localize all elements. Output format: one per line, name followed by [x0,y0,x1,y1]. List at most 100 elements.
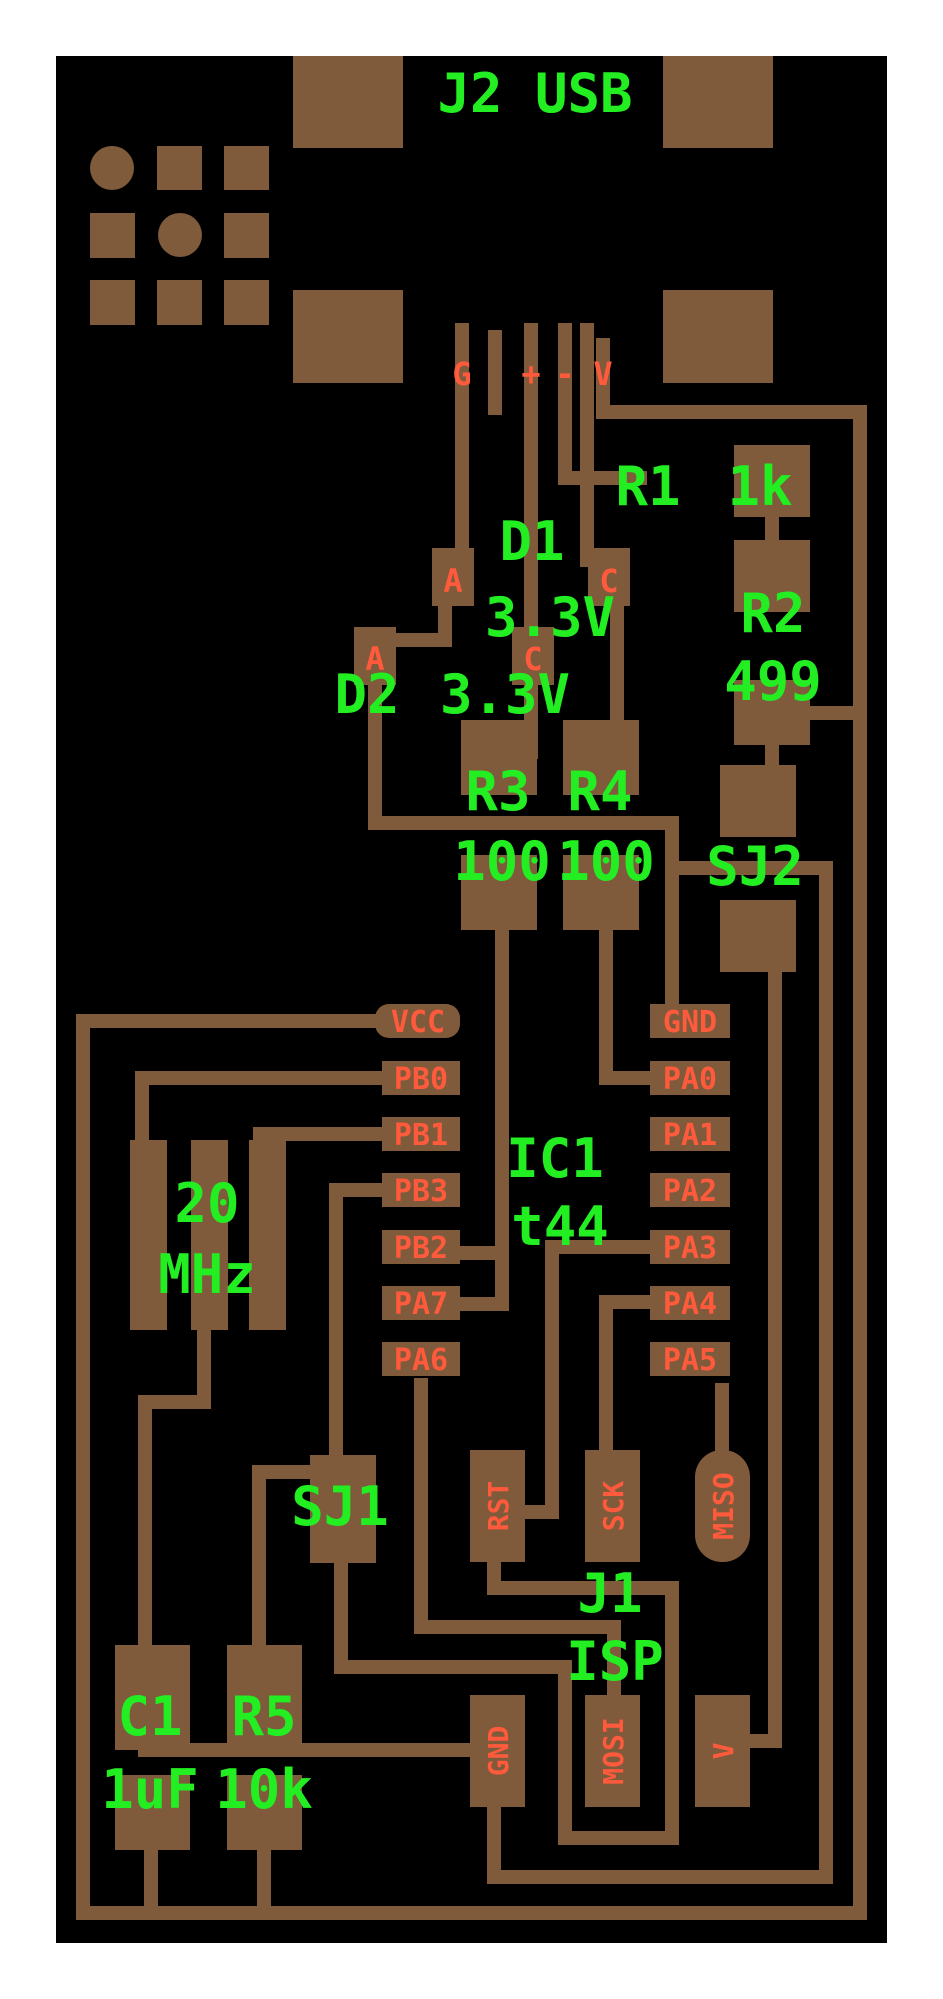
ic1-pin-label-pa7: PA7 [394,1287,448,1322]
grid-pad [90,280,135,325]
usb-pin-plus [488,330,502,415]
r2-value: 499 [724,650,822,713]
ic1-pin-pb0 [382,1061,460,1095]
isp-pad-sck [585,1450,640,1562]
ic1-value: t44 [511,1195,609,1258]
trace-pb1 [253,1127,382,1147]
trace-pa3-rst [513,1240,672,1519]
trace-sj2-rail [487,861,833,1884]
r3-pad-top [461,720,537,795]
grid-pad [157,146,202,190]
grid-pad-round [90,146,134,190]
isp-pin-label-miso: MISO [707,1472,740,1539]
ic1-pin-pb2 [382,1230,460,1264]
ic1-pin-label-pb0: PB0 [394,1062,448,1097]
usb-pin-v [558,330,572,415]
c1-pad-bottom [115,1775,190,1850]
ic1-pin-label-pb3: PB3 [394,1174,448,1209]
r3-label: R3 [465,760,530,823]
trace-vcc-outer [76,338,867,1920]
r5-pad-bottom [227,1775,302,1850]
r5-pad-top [227,1645,302,1750]
ic1-pin-pa6 [382,1342,460,1376]
r4-label: R4 [567,760,632,823]
r2-label: R2 [740,582,805,645]
usb-mount-pad [663,290,773,383]
d1-value: 3.3V [485,586,615,649]
d2-label: D2 [334,663,399,726]
d2-anode-label: A [365,640,384,678]
c1-label: C1 [117,1685,182,1748]
ic1-pin-pa4 [650,1286,730,1320]
r1-pad [734,445,810,517]
ic1-pin-label-gnd: GND [663,1005,717,1040]
trace-pa4-sck [599,1295,672,1457]
trace-sj1-r5 [252,1465,317,1657]
ic1-pin-gnd [650,1004,730,1038]
usb-pin-minus [524,330,538,415]
usb-pin-v-label: V [593,355,612,393]
d1-anode-pad [432,548,474,606]
d1-label: D1 [499,510,564,573]
ic1-pin-label-pa2: PA2 [663,1174,717,1209]
ic1-pin-pa2 [650,1173,730,1207]
c1-value: 1uF [101,1758,199,1821]
sj1-pad [310,1455,376,1563]
r2-pad-bottom [734,680,810,745]
isp-pad-mosi [585,1695,640,1807]
grid-pad [157,280,202,325]
isp-pin-label-v: V [707,1742,740,1759]
trace-d2-gnd [368,643,679,1028]
isp-pad-gnd [470,1695,525,1807]
ic1-pin-pb1 [382,1117,460,1151]
usb-connector-label: J2 USB [437,62,632,125]
isp-pin-label-mosi: MOSI [597,1717,630,1784]
grid-pad [90,213,135,258]
xtal-pad-left [130,1140,167,1330]
xtal-pad-mid [191,1140,228,1330]
ic1-pin-label-vcc: VCC [391,1005,445,1040]
r5-label: R5 [231,1685,296,1748]
usb-mount-pad [293,56,403,148]
ic1-pin-label-pa0: PA0 [663,1062,717,1097]
d2-value: 3.3V [440,663,570,726]
ic1-pin-pb3 [382,1173,460,1207]
ic1-pin-label-pb1: PB1 [394,1118,448,1153]
isp-pin-label-gnd: GND [482,1726,515,1777]
r3-value: 100 [453,830,551,893]
ic1-pin-pa0 [650,1061,730,1095]
sj2-pad-top [720,765,796,837]
crystal-unit-label: MHz [158,1243,256,1306]
sj2-pad-bottom [720,900,796,972]
ic1-pin-label-pa4: PA4 [663,1287,717,1322]
ic1-label: IC1 [506,1127,604,1190]
isp-pin-label-rst: RST [482,1481,515,1532]
grid-pad-round [158,213,202,257]
trace-pb0 [135,1071,382,1147]
sj1-label: SJ1 [291,1475,389,1538]
ic1-pin-label-pa5: PA5 [663,1343,717,1378]
crystal-freq-label: 20 [174,1172,239,1235]
r4-value: 100 [557,830,655,893]
r3-pad-bottom [461,855,537,930]
trace-c1-gnd [138,1738,501,1757]
r4-pad-bottom [563,855,639,930]
grid-pad [224,146,269,190]
isp-pad-rst [470,1450,525,1562]
isp-pad-miso [695,1450,750,1562]
trace-pb3-sj1 [329,1183,382,1467]
ic1-pin-label-pb2: PB2 [394,1231,448,1266]
ic1-pin-pa7 [382,1286,460,1320]
r1-label: R1 [615,455,680,518]
trace-xtal-c1 [138,1323,211,1657]
d2-cathode-pad [512,627,554,685]
grid-pad [224,280,269,325]
ic1-pin-label-pa3: PA3 [663,1231,717,1266]
d1-cathode-pad [588,548,630,606]
copper-traces [76,323,867,1920]
copper-pads [90,56,810,1850]
trace-sj1-mosi [334,1553,679,1845]
usb-pin-g-label: G [452,355,471,393]
ic1-pin-pa1 [650,1117,730,1151]
